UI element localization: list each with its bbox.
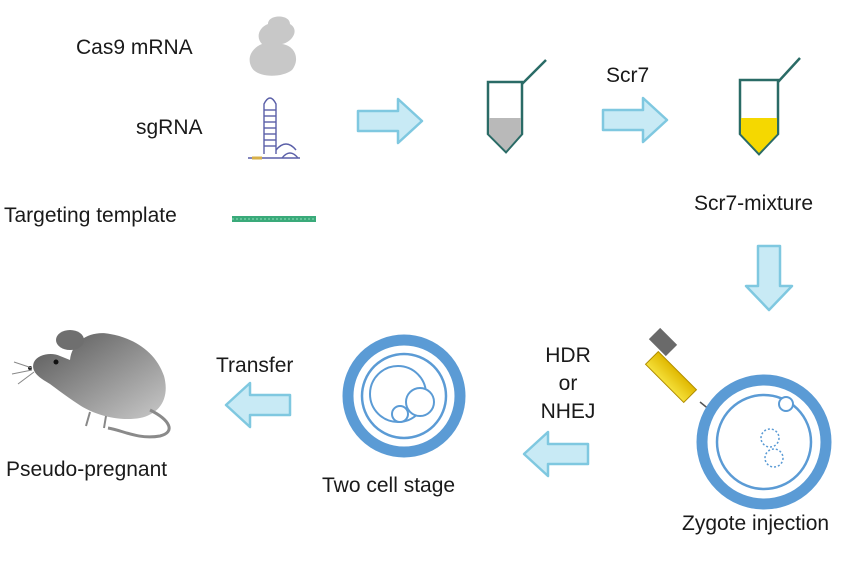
arrow-down-icon: [744, 244, 794, 312]
mixture-label: Scr7-mixture: [694, 192, 814, 215]
cas9-blob-icon: [249, 16, 297, 76]
tube-icon-yellow: [738, 57, 801, 156]
hdr-label: HDR: [545, 344, 591, 367]
tube-icon-grey: [486, 59, 547, 154]
two-cell-label: Two cell stage: [322, 474, 456, 497]
mouse-icon: [11, 330, 171, 439]
arrow-left-2-icon: [224, 381, 292, 429]
arrow-left-1-icon: [522, 430, 590, 478]
nhej-label: NHEJ: [540, 400, 596, 423]
cas9-label: Cas9 mRNA: [76, 36, 193, 59]
template-label: Targeting template: [4, 204, 177, 227]
sgrna-label: sgRNA: [136, 116, 203, 139]
sgrna-hairpin-icon: [248, 97, 300, 160]
transfer-label: Transfer: [216, 354, 294, 377]
pseudo-label: Pseudo-pregnant: [6, 458, 168, 481]
scr7-label: Scr7: [606, 64, 650, 87]
two-cell-icon: [342, 334, 466, 458]
arrow-right-1-icon: [356, 97, 424, 145]
zygote-icon: [696, 374, 832, 510]
arrow-right-2-icon: [601, 96, 669, 144]
zygote-label: Zygote injection: [682, 512, 830, 535]
or-label: or: [558, 372, 578, 395]
template-strand-icon: [232, 216, 316, 222]
